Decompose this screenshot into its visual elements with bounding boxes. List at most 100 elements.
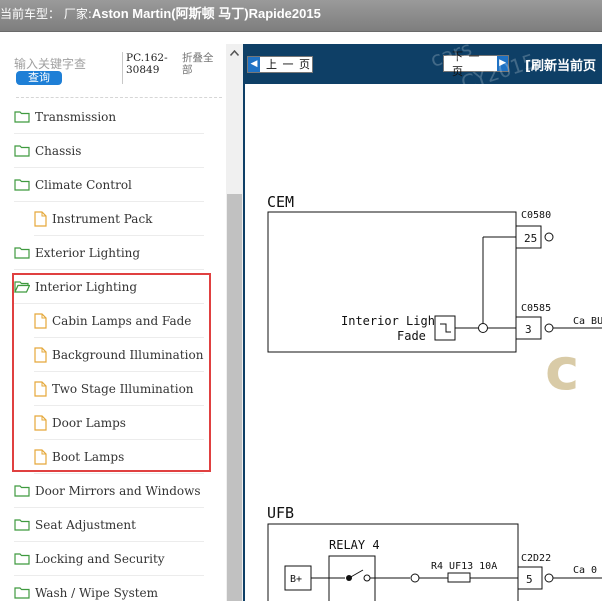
document-icon bbox=[34, 210, 47, 227]
folder-icon bbox=[14, 553, 30, 565]
terminal-3 bbox=[544, 323, 554, 333]
tree-folder-interior-lighting[interactable]: Interior Lighting bbox=[14, 270, 204, 304]
document-icon bbox=[34, 346, 47, 363]
tree-item-label: Door Mirrors and Windows bbox=[35, 483, 201, 498]
collapse-all-link[interactable]: 折叠全 部 bbox=[182, 52, 224, 84]
cem-module-box bbox=[267, 211, 517, 353]
tree-item-label: Seat Adjustment bbox=[35, 517, 136, 532]
tree-doc-door-lamps[interactable]: Door Lamps bbox=[34, 406, 204, 440]
ufb-label: UFB bbox=[267, 504, 294, 522]
model-code-line2: 30849 bbox=[126, 64, 160, 76]
wiring-diagram: CEM C0580 25 C0585 3 Ca BU Interior Ligh… bbox=[245, 84, 602, 601]
tree-item-label: Instrument Pack bbox=[52, 211, 153, 226]
title-prefix: 当前车型： 厂家: bbox=[0, 7, 92, 21]
cem-label: CEM bbox=[267, 193, 294, 211]
query-button[interactable]: 查询 bbox=[16, 71, 62, 85]
tree-item-label: Interior Lighting bbox=[35, 279, 138, 294]
tree-item-label: Transmission bbox=[35, 109, 117, 124]
tree-folder-wash-wipe[interactable]: Wash / Wipe System bbox=[14, 576, 204, 601]
wiring-diagram-canvas: CEM C0580 25 C0585 3 Ca BU Interior Ligh… bbox=[267, 193, 602, 601]
document-icon bbox=[34, 414, 47, 431]
connector-c2d22-label: C2D22 bbox=[521, 553, 551, 564]
tree-item-label: Chassis bbox=[35, 143, 82, 158]
document-icon bbox=[34, 448, 47, 465]
fade-driver-box bbox=[434, 315, 456, 341]
next-page-button[interactable]: 下 一 页 ▶ bbox=[443, 50, 509, 78]
window-title-bar: 当前车型： 厂家:Aston Martin(阿斯顿 马丁)Rapide2015 bbox=[0, 0, 602, 32]
viewer-border bbox=[243, 44, 245, 601]
tree-doc-two-stage-illumination[interactable]: Two Stage Illumination bbox=[34, 372, 204, 406]
tree-doc-boot-lamps[interactable]: Boot Lamps bbox=[34, 440, 204, 474]
tree-folder-climate-control[interactable]: Climate Control bbox=[14, 168, 204, 202]
search-input[interactable] bbox=[14, 55, 122, 73]
tree-item-label: Two Stage Illumination bbox=[52, 381, 194, 396]
interior-light-label: Interior Light bbox=[341, 314, 442, 328]
wire-label-2: Ca 0 bbox=[573, 565, 597, 576]
ufb-module-box bbox=[267, 523, 519, 601]
tree-folder-exterior-lighting[interactable]: Exterior Lighting bbox=[14, 236, 204, 270]
tree-item-label: Cabin Lamps and Fade bbox=[52, 313, 192, 328]
model-code-line1: PC.162- bbox=[126, 52, 168, 64]
pin-5-label: 5 bbox=[526, 573, 533, 586]
prev-page-label: 上 一 页 bbox=[266, 58, 311, 71]
tree-doc-instrument-pack[interactable]: Instrument Pack bbox=[34, 202, 204, 236]
bplus-box bbox=[284, 565, 312, 591]
tree-folder-transmission[interactable]: Transmission bbox=[14, 100, 204, 134]
scroll-up-button[interactable] bbox=[226, 44, 243, 61]
wire-label-1: Ca BU bbox=[573, 316, 602, 327]
collapse-all-line1: 折叠全 bbox=[182, 52, 214, 64]
folder-open-icon bbox=[14, 281, 30, 293]
sidebar-scrollbar[interactable] bbox=[226, 44, 243, 601]
folder-icon bbox=[14, 179, 30, 191]
tree-folder-locking-security[interactable]: Locking and Security bbox=[14, 542, 204, 576]
terminal-25 bbox=[544, 232, 554, 242]
scroll-thumb[interactable] bbox=[227, 194, 242, 601]
chevron-up-icon bbox=[230, 49, 239, 56]
pin-3-label: 3 bbox=[525, 323, 532, 336]
model-code: PC.162- 30849 bbox=[122, 52, 174, 84]
relay-contact-b bbox=[363, 574, 371, 582]
title-vehicle: Aston Martin(阿斯顿 马丁)Rapide2015 bbox=[91, 6, 321, 21]
watermark-logo: c bbox=[545, 335, 579, 403]
document-icon bbox=[34, 312, 47, 329]
tree-folder-door-mirrors[interactable]: Door Mirrors and Windows bbox=[14, 474, 204, 508]
tree-doc-cabin-lamps[interactable]: Cabin Lamps and Fade bbox=[34, 304, 204, 338]
collapse-all-line2: 部 bbox=[182, 64, 193, 76]
folder-icon bbox=[14, 111, 30, 123]
tree-item-label: Door Lamps bbox=[52, 415, 126, 430]
tree-doc-background-illumination[interactable]: Background Illumination bbox=[34, 338, 204, 372]
relay-label: RELAY 4 bbox=[329, 538, 380, 552]
folder-icon bbox=[14, 519, 30, 531]
search-area: 查询 PC.162- 30849 折叠全 部 bbox=[0, 44, 226, 98]
pin-25-label: 25 bbox=[524, 232, 537, 245]
refresh-page-link[interactable]: [刷新当前页 bbox=[525, 59, 596, 74]
tree-folder-seat-adjustment[interactable]: Seat Adjustment bbox=[14, 508, 204, 542]
tree-item-label: Exterior Lighting bbox=[35, 245, 141, 260]
tree-item-label: Wash / Wipe System bbox=[35, 585, 159, 600]
pin-box-5 bbox=[517, 566, 543, 590]
prev-page-button[interactable]: ◀ 上 一 页 bbox=[247, 56, 313, 73]
tree-item-label: Boot Lamps bbox=[52, 449, 125, 464]
junction-node bbox=[478, 323, 488, 333]
connector-c0585-label: C0585 bbox=[521, 303, 551, 314]
fuse-label: R4 UF13 10A bbox=[431, 561, 497, 572]
relay-box bbox=[328, 555, 376, 601]
folder-icon bbox=[14, 247, 30, 259]
folder-icon bbox=[14, 485, 30, 497]
tree-item-label: Climate Control bbox=[35, 177, 132, 192]
terminal-5 bbox=[544, 573, 554, 583]
bplus-label: B+ bbox=[290, 574, 302, 585]
search-divider bbox=[16, 97, 222, 98]
fade-driver-symbol bbox=[440, 323, 451, 333]
viewer-toolbar: ◀ 上 一 页 下 一 页 ▶ [刷新当前页 cars CY2015 bbox=[245, 36, 602, 95]
fuse-terminal bbox=[410, 573, 420, 583]
sidebar: 查询 PC.162- 30849 折叠全 部 Transmission Chas… bbox=[0, 44, 226, 601]
tree-folder-chassis[interactable]: Chassis bbox=[14, 134, 204, 168]
folder-icon bbox=[14, 587, 30, 599]
tree-item-label: Background Illumination bbox=[52, 347, 204, 362]
next-page-label: 下 一 页 bbox=[452, 49, 481, 78]
folder-icon bbox=[14, 145, 30, 157]
arrow-left-icon: ◀ bbox=[248, 57, 260, 72]
fade-label: Fade bbox=[397, 329, 426, 343]
relay-switch bbox=[348, 569, 364, 579]
